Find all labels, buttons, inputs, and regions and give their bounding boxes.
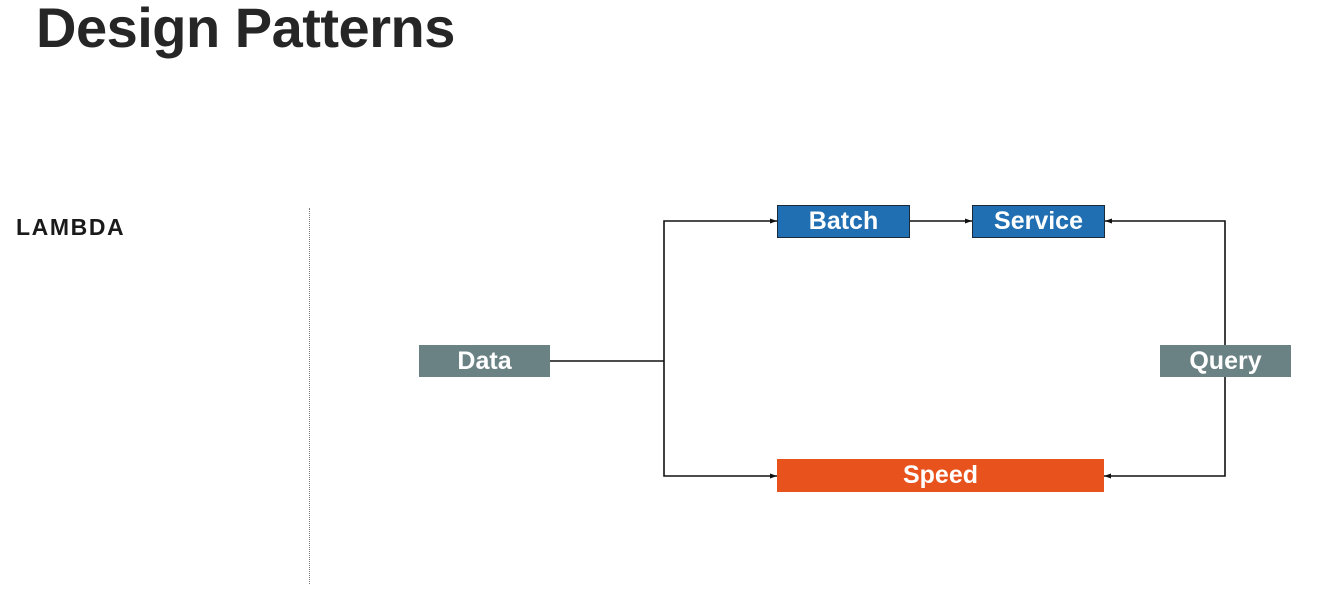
- connector-split-to-batch: [663, 218, 777, 361]
- vertical-divider: [309, 208, 310, 584]
- node-batch: Batch: [777, 205, 910, 238]
- slide-title: Design Patterns: [36, 0, 455, 59]
- node-service: Service: [972, 205, 1105, 238]
- connector-query-to-speed: [1104, 377, 1226, 479]
- node-batch-label: Batch: [808, 207, 879, 235]
- node-query: Query: [1160, 345, 1291, 377]
- section-label: LAMBDA: [16, 214, 126, 240]
- node-speed: Speed: [777, 459, 1104, 492]
- node-service-label: Service: [994, 207, 1083, 235]
- node-data: Data: [419, 345, 550, 377]
- connector-split-to-speed: [663, 361, 777, 479]
- node-data-label: Data: [457, 346, 512, 375]
- connector-query-to-service: [1105, 218, 1226, 345]
- node-query-label: Query: [1189, 346, 1262, 375]
- node-speed-label: Speed: [902, 461, 979, 489]
